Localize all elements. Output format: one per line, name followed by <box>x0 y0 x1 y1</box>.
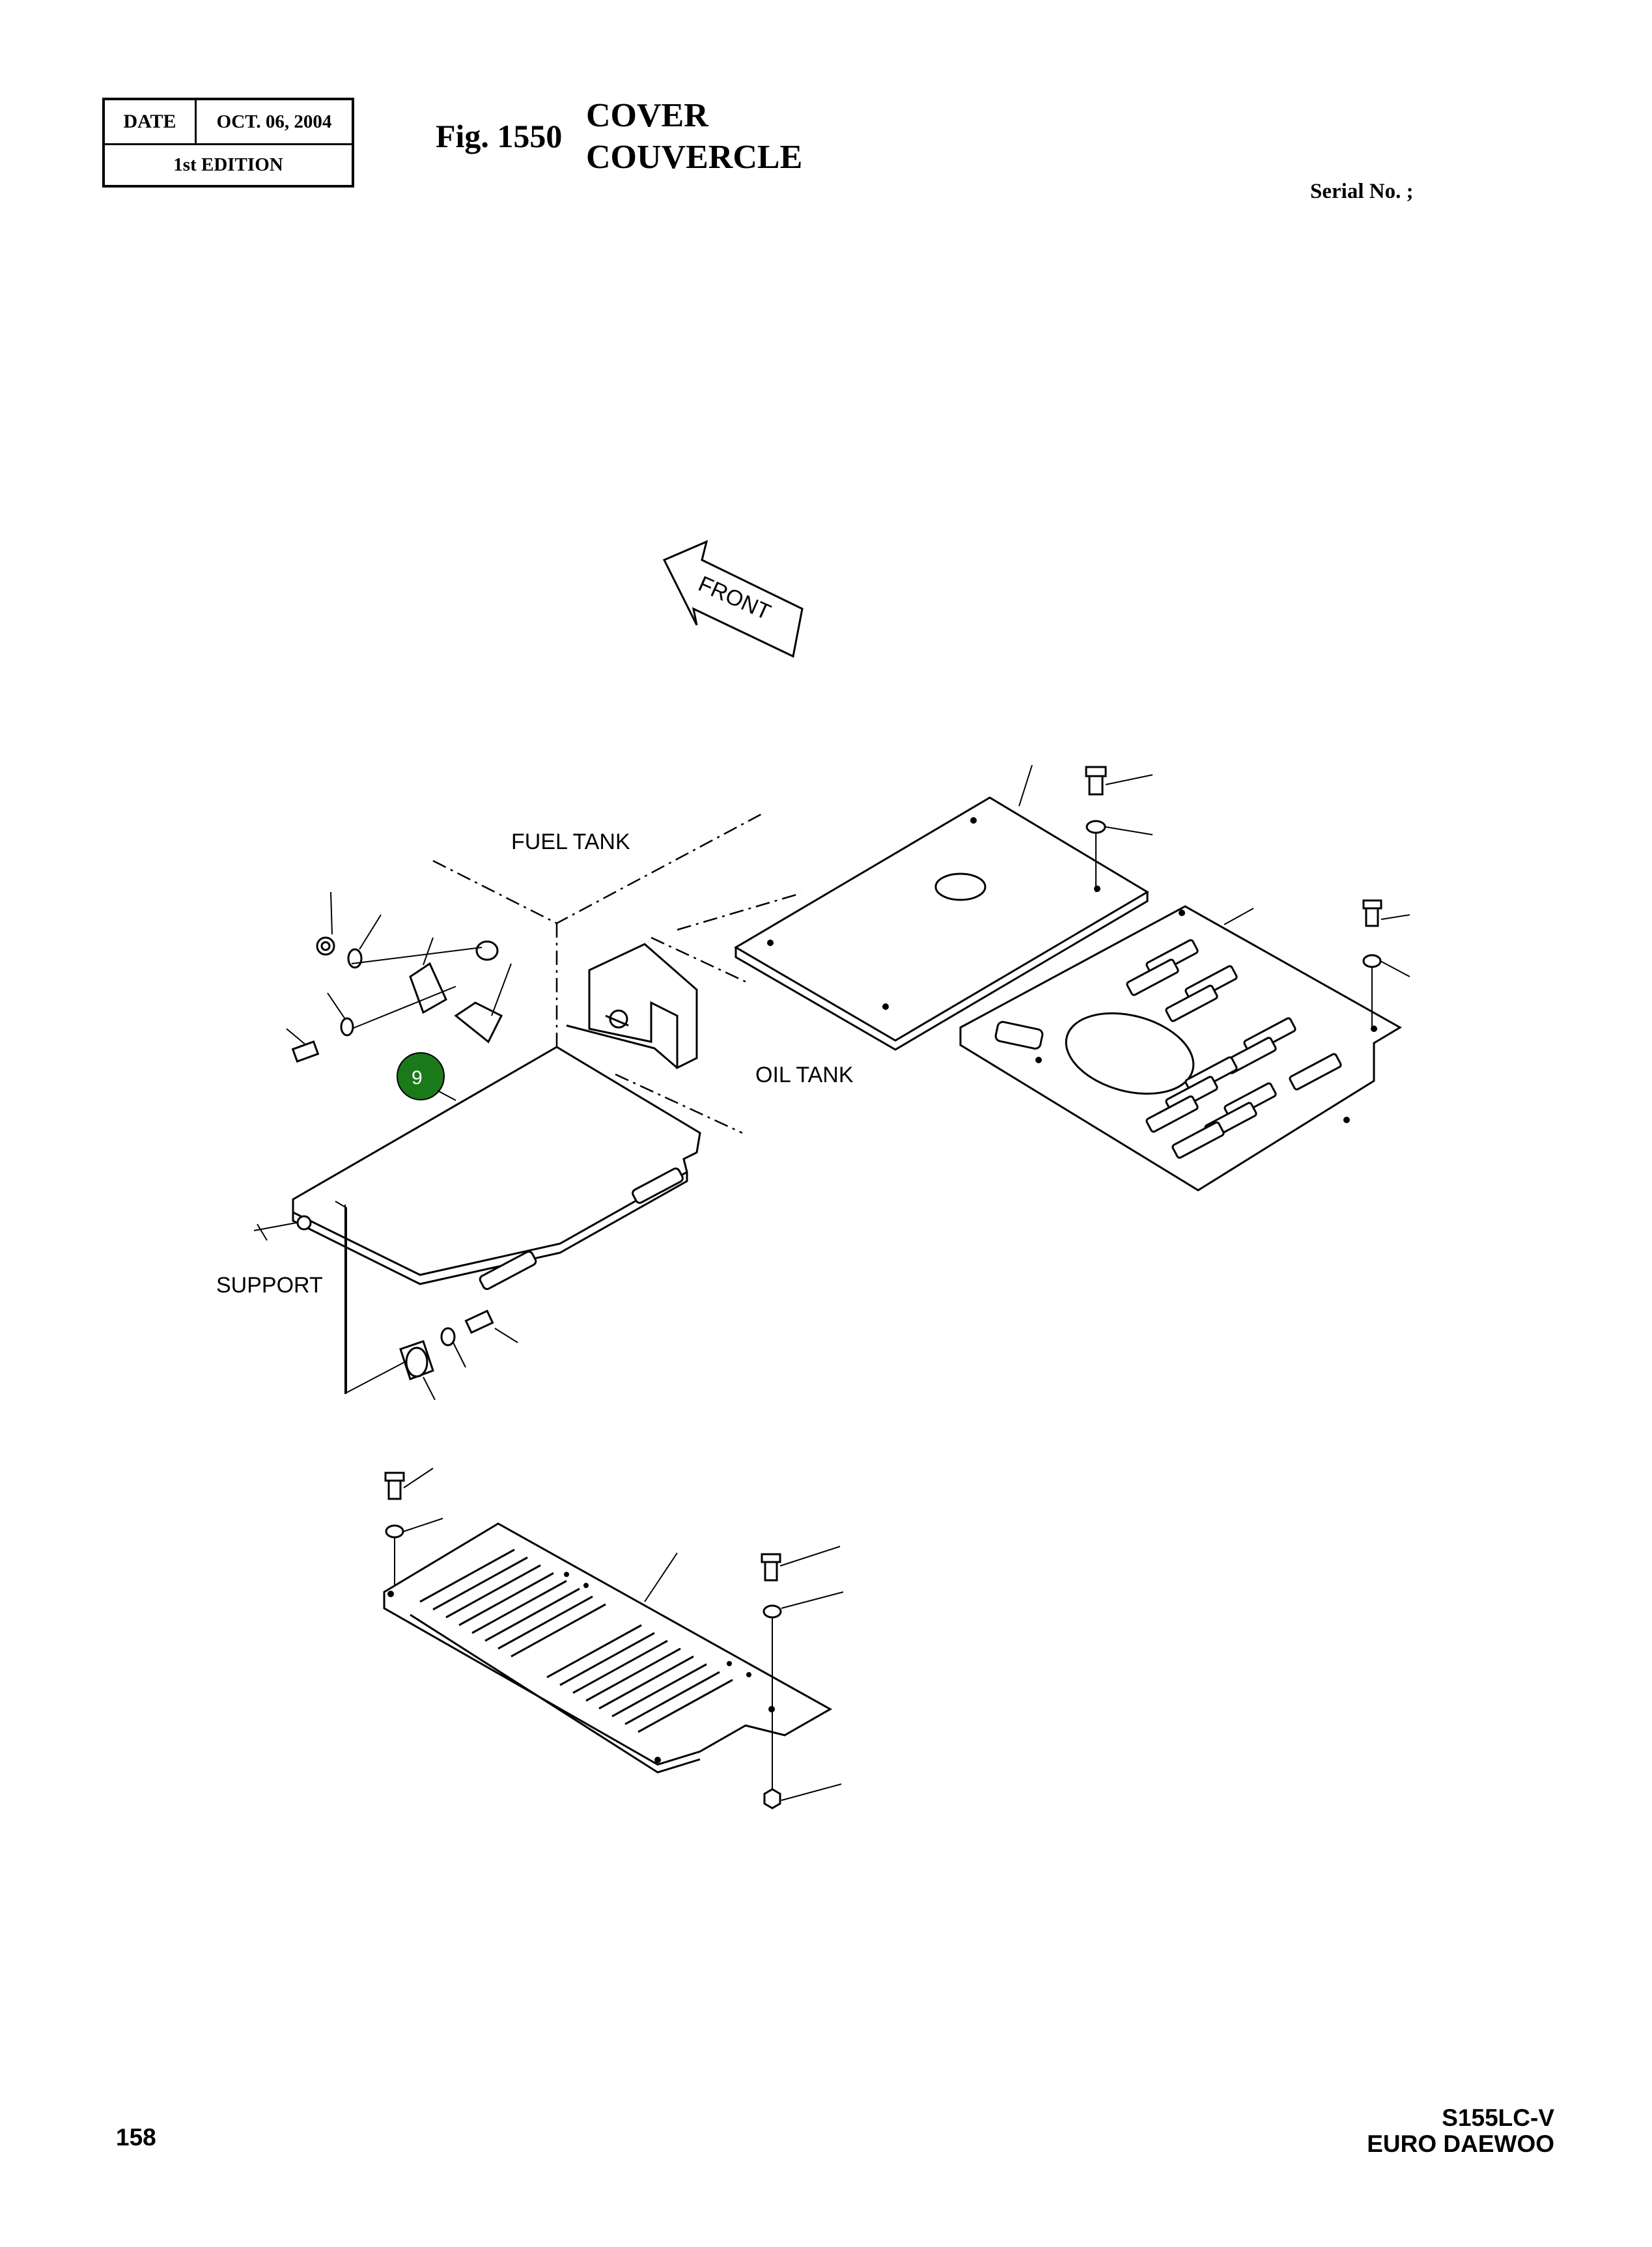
title-french: COUVERCLE <box>586 139 803 176</box>
front-label: FRONT <box>695 572 774 625</box>
date-value: OCT. 06, 2004 <box>216 111 332 132</box>
louvered-cover-plate <box>959 905 1402 1192</box>
page-number: 158 <box>116 2124 156 2151</box>
serial-number: Serial No. ; <box>1310 180 1414 203</box>
oil-tank-label: OIL TANK <box>755 1063 854 1087</box>
callout-number[interactable]: 9 <box>412 1067 423 1089</box>
callout-circle[interactable] <box>397 1052 445 1100</box>
callout-marker-9[interactable]: 9 <box>397 1052 456 1101</box>
support-label: SUPPORT <box>216 1273 323 1298</box>
date-edition-box: DATE OCT. 06, 2004 1st EDITION <box>102 98 354 188</box>
bolt-group-bottom-right <box>761 1546 844 1809</box>
model-name: S155LC-V <box>1442 2104 1554 2131</box>
figure-number: Fig. 1550 <box>436 118 563 154</box>
bolt-group-top-right <box>1085 766 1153 892</box>
top-cover-plate <box>734 764 1149 1051</box>
louver-vents <box>1126 939 1342 1159</box>
date-label: DATE <box>105 100 197 143</box>
tank-outlines <box>432 813 802 1134</box>
bolt-group-far-right <box>1362 899 1410 1027</box>
left-hardware-cluster <box>286 891 512 1063</box>
edition-label: 1st EDITION <box>173 154 283 175</box>
bottom-grated-plate <box>383 1522 833 1774</box>
title-english: COVER <box>586 97 708 134</box>
grate-slats <box>419 1548 733 1733</box>
left-cover-plate <box>253 1046 701 1394</box>
bracket <box>566 943 698 1070</box>
bolt-group-bottom-left <box>384 1468 443 1589</box>
fuel-tank-label: FUEL TANK <box>511 830 630 854</box>
support-hardware <box>344 1309 518 1401</box>
brand-name: EURO DAEWOO <box>1367 2130 1554 2157</box>
front-arrow: FRONT <box>662 540 804 658</box>
